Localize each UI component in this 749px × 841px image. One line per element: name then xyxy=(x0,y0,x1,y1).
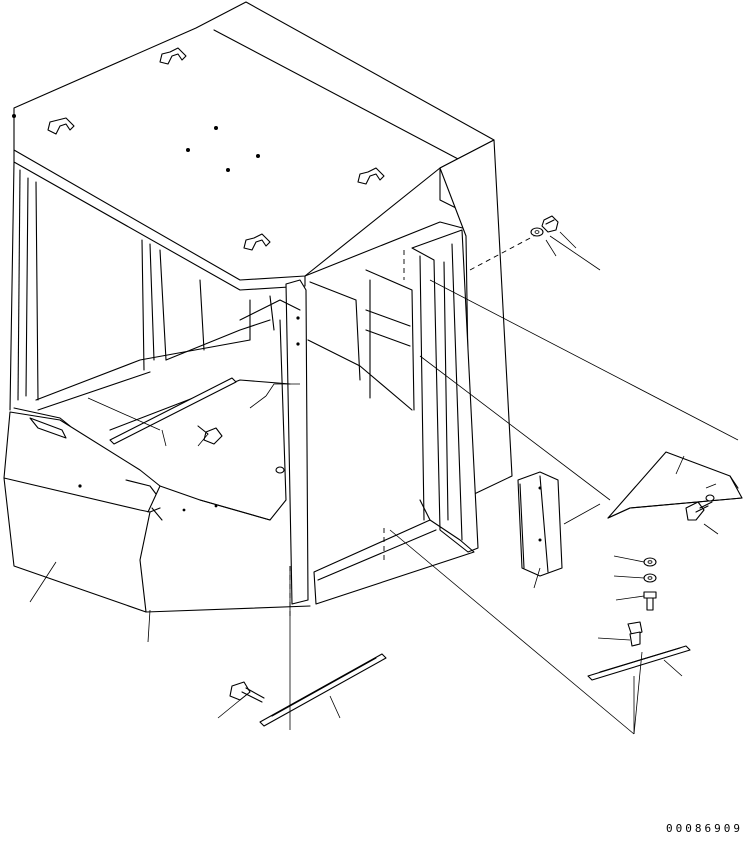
dashed-lines xyxy=(289,235,535,620)
cab-frame xyxy=(9,139,513,605)
part-deflector-plate xyxy=(607,451,743,519)
part-strip-inner xyxy=(109,377,237,445)
cab-lower-panel xyxy=(3,407,311,613)
part-nut xyxy=(541,215,559,233)
part-washer-2 xyxy=(643,573,657,583)
part-washer-1 xyxy=(643,557,657,567)
drawing-number: 00086909 xyxy=(666,822,743,835)
part-bolt-flange xyxy=(627,621,643,647)
part-pad xyxy=(517,471,563,577)
part-washer-right xyxy=(705,494,715,502)
part-washer-top xyxy=(530,227,544,237)
part-bolt-right xyxy=(685,501,713,521)
part-bolt-mid xyxy=(643,591,657,611)
part-strip-right xyxy=(587,645,691,681)
part-bolt-left xyxy=(229,681,265,703)
cab-roof xyxy=(12,1,495,291)
part-strip-left xyxy=(259,653,387,727)
